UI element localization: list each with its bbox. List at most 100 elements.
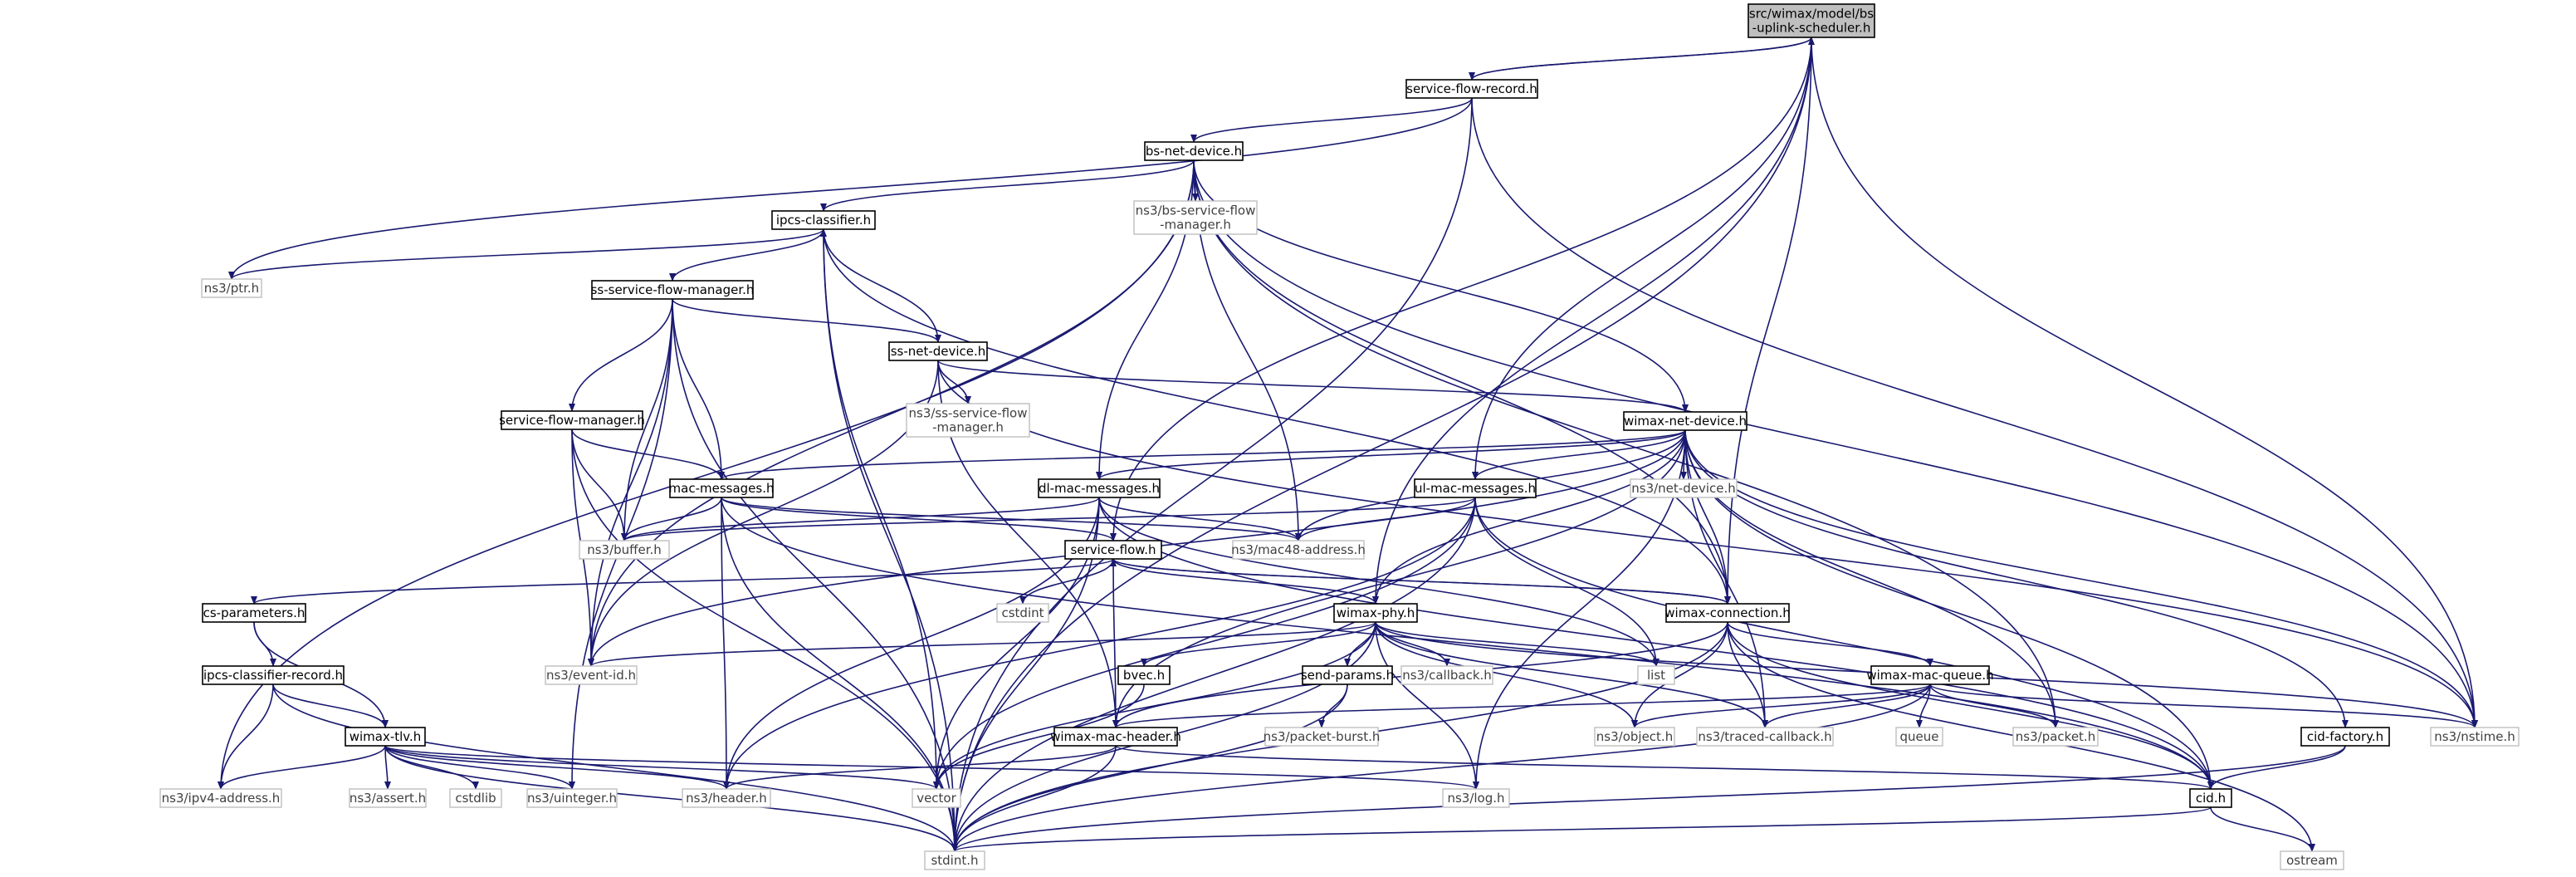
node-buffer[interactable]: ns3/buffer.h — [579, 540, 670, 560]
node-box — [2280, 850, 2344, 870]
node-ptr[interactable]: ns3/ptr.h — [201, 278, 262, 298]
edge-wphy-to-bvec — [1141, 621, 1376, 667]
node-sfm[interactable]: service-flow-manager.h — [499, 410, 645, 430]
node-object[interactable]: ns3/object.h — [1594, 727, 1675, 747]
edge-tlv-to-header — [384, 745, 730, 790]
edge-wnet-to-wconn — [1684, 429, 1731, 605]
node-ssnet[interactable]: ss-net-device.h — [888, 341, 988, 361]
node-box — [1442, 788, 1510, 808]
node-bvec[interactable]: bvec.h — [1117, 665, 1171, 685]
edge-wnet-to-dlmac — [1096, 429, 1686, 480]
node-label: ns3/header.h — [686, 791, 767, 806]
node-ostream[interactable]: ostream — [2280, 850, 2344, 870]
node-sfrec[interactable]: service-flow-record.h — [1405, 79, 1538, 99]
node-ipv4[interactable]: ns3/ipv4-address.h — [159, 788, 282, 808]
node-box — [906, 403, 1030, 438]
edge-macmsg-to-mac48 — [721, 497, 1302, 541]
edge-dlmac-to-stdint — [951, 497, 1100, 852]
edge-ipcs-to-vector — [823, 228, 940, 790]
node-dlmac[interactable]: dl-mac-messages.h — [1038, 478, 1161, 498]
edge-ssnet-to-ipcs — [820, 228, 939, 343]
node-header[interactable]: ns3/header.h — [682, 788, 771, 808]
edge-wphy-to-log — [1375, 621, 1479, 790]
edge-wphy-to-list — [1375, 621, 1659, 667]
node-label: ns3/traced-callback.h — [1698, 729, 1831, 744]
node-traced[interactable]: ns3/traced-callback.h — [1696, 727, 1834, 747]
node-sssfm[interactable]: ss-service-flow-manager.h — [591, 280, 755, 300]
edge-ssnet-to-wnet — [937, 360, 1689, 413]
node-tlv[interactable]: wimax-tlv.h — [345, 727, 426, 747]
node-sflow[interactable]: service-flow.h — [1064, 540, 1162, 560]
edge-bsnet-to-wconn — [1193, 159, 1731, 605]
edge-cid-to-ostream — [2210, 806, 2315, 852]
node-wmh[interactable]: wimax-mac-header.h — [1050, 727, 1181, 747]
node-box — [996, 603, 1049, 623]
node-sendp[interactable]: send-params.h — [1301, 665, 1394, 685]
node-log[interactable]: ns3/log.h — [1442, 788, 1510, 808]
node-mac48[interactable]: ns3/mac48-address.h — [1231, 540, 1366, 560]
edge-wmq-to-nstime — [1929, 683, 2478, 728]
node-wconn[interactable]: wimax-connection.h — [1664, 603, 1791, 623]
node-wmq[interactable]: wimax-mac-queue.h — [1866, 665, 1994, 685]
node-box — [1665, 603, 1790, 623]
node-packet[interactable]: ns3/packet.h — [2012, 727, 2099, 747]
node-cidfac[interactable]: cid-factory.h — [2300, 727, 2390, 747]
node-bsnet[interactable]: bs-net-device.h — [1144, 141, 1244, 161]
node-stdint[interactable]: stdint.h — [924, 850, 985, 870]
edge-root-to-nstime — [1811, 37, 2478, 728]
node-label: ns3/ss-service-flow — [909, 406, 1028, 421]
edge-cidfac-to-cid — [2207, 745, 2346, 790]
edge-wnet-to-packet — [1684, 429, 2059, 728]
node-wphy[interactable]: wimax-phy.h — [1333, 603, 1418, 623]
node-box — [1064, 540, 1162, 560]
edge-dlmac-to-header — [723, 497, 1100, 790]
node-box — [924, 850, 985, 870]
node-queue[interactable]: queue — [1895, 727, 1943, 747]
edge-wconn-to-object — [1631, 621, 1728, 728]
node-vector[interactable]: vector — [912, 788, 961, 808]
node-box — [2189, 788, 2232, 808]
node-label: ul-mac-messages.h — [1415, 481, 1536, 496]
edge-wnet-to-cid — [1684, 429, 2214, 790]
edge-wnet-to-macmsg — [718, 429, 1686, 480]
node-ns3sssfm[interactable]: ns3/ss-service-flow-manager.h — [906, 403, 1030, 438]
node-cstdlib[interactable]: cstdlib — [449, 788, 502, 808]
edge-ssnet-to-nstime — [937, 360, 2478, 728]
node-cid[interactable]: cid.h — [2189, 788, 2232, 808]
node-uinteger[interactable]: ns3/uinteger.h — [526, 788, 618, 808]
node-root[interactable]: src/wimax/model/bs-uplink-scheduler.h — [1747, 3, 1875, 38]
node-bssfm[interactable]: ns3/bs-service-flow-manager.h — [1133, 200, 1258, 235]
edge-bsnet-to-wnet — [1193, 159, 1689, 413]
edge-cidfac-to-stdint — [951, 745, 2346, 852]
node-label: ipcs-classifier-record.h — [203, 668, 343, 683]
node-ipcsrec[interactable]: ipcs-classifier-record.h — [202, 665, 345, 685]
node-nstime[interactable]: ns3/nstime.h — [2430, 727, 2520, 747]
edge-bsnet-to-packet — [1193, 159, 2059, 728]
edge-sssfm-to-sfm — [569, 298, 673, 412]
edge-wmq-to-queue — [1916, 683, 1931, 728]
node-wnet[interactable]: wimax-net-device.h — [1623, 411, 1747, 431]
node-box — [1232, 540, 1365, 560]
edge-wmq-to-traced — [1762, 683, 1931, 728]
node-box — [1038, 478, 1161, 498]
node-label: ostream — [2286, 853, 2338, 868]
node-cstdint[interactable]: cstdint — [996, 603, 1049, 623]
node-label: ns3/event-id.h — [546, 668, 636, 683]
edge-wconn-to-wmq — [1727, 621, 1933, 667]
node-box — [2430, 727, 2520, 747]
node-ipcs[interactable]: ipcs-classifier.h — [771, 210, 876, 230]
edge-sflow-to-wphy — [1112, 558, 1379, 605]
node-callback[interactable]: ns3/callback.h — [1400, 665, 1493, 685]
node-ulmac[interactable]: ul-mac-messages.h — [1414, 478, 1537, 498]
node-label: -manager.h — [932, 420, 1004, 435]
node-box — [545, 665, 638, 685]
node-label: ns3/ptr.h — [204, 281, 259, 296]
node-pburst[interactable]: ns3/packet-burst.h — [1264, 727, 1381, 747]
node-eventid[interactable]: ns3/event-id.h — [545, 665, 638, 685]
node-netdev[interactable]: ns3/net-device.h — [1630, 478, 1738, 498]
node-assert[interactable]: ns3/assert.h — [349, 788, 427, 808]
node-csparam[interactable]: cs-parameters.h — [202, 603, 306, 623]
node-list[interactable]: list — [1637, 665, 1675, 685]
node-macmsg[interactable]: mac-messages.h — [669, 478, 775, 498]
